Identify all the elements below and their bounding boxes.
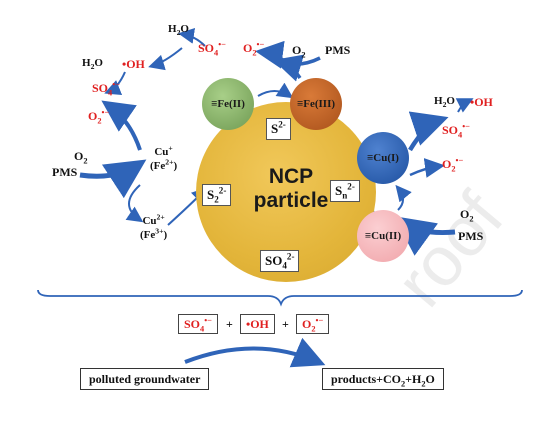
right-cu-to-o2r-arrow bbox=[409, 158, 445, 178]
left-hydroxyl-radical: •OH bbox=[122, 57, 145, 71]
fe-redox-arrow-top bbox=[257, 82, 294, 99]
left-oh-arrow bbox=[104, 71, 126, 95]
right-pms-to-cu-arrow bbox=[393, 216, 456, 256]
polysulfide-box: Sn2- bbox=[330, 180, 360, 202]
left-pms-label: PMS bbox=[52, 165, 78, 179]
left-h2o-label: H2O bbox=[82, 57, 103, 72]
right-h2o-label: H2O bbox=[434, 95, 455, 110]
top-superoxide-radical: O2•− bbox=[243, 40, 265, 58]
products-box: products+CO2+H2O bbox=[322, 368, 444, 390]
plus-sign-2: + bbox=[282, 317, 289, 331]
left-o2-label: O2 bbox=[74, 149, 88, 166]
top-h2o-to-oh-arrow bbox=[148, 47, 183, 71]
right-o2-label: O2 bbox=[460, 207, 474, 224]
sulfate-box: SO42- bbox=[260, 250, 300, 272]
summary-brace bbox=[37, 289, 523, 307]
left-cu-fe-oxidized: Cu2+ (Fe3+) bbox=[140, 212, 168, 242]
left-cu-fe-reduced: Cu+ (Fe2+) bbox=[150, 143, 178, 173]
polluted-groundwater-box: polluted groundwater bbox=[80, 368, 210, 390]
sulfide-box: S2- bbox=[266, 118, 291, 140]
right-superoxide-radical: O2•− bbox=[442, 156, 464, 174]
top-pms-label: PMS bbox=[325, 43, 351, 57]
disulfide-box: S22- bbox=[202, 184, 232, 206]
fe2-sphere: ≡Fe(II) bbox=[202, 78, 254, 130]
fe3-sphere: ≡Fe(III) bbox=[290, 78, 342, 130]
cu-redox-arrow-right bbox=[395, 184, 412, 211]
degradation-arrow bbox=[184, 337, 326, 368]
cu2-sphere: ≡Cu(II) bbox=[357, 210, 409, 262]
right-sulfate-radical: SO4•− bbox=[442, 122, 470, 140]
top-o2-label: O2 bbox=[292, 43, 306, 60]
left-cu-cycle-arrow bbox=[125, 184, 144, 223]
hydroxyl-radical-box: •OH bbox=[240, 314, 275, 335]
top-sulfate-radical: SO4•− bbox=[198, 40, 226, 58]
top-so4-to-h2o-arrow bbox=[178, 27, 206, 47]
plus-sign-1: + bbox=[226, 317, 233, 331]
top-h2o-label: H2O bbox=[168, 23, 189, 38]
left-cu-to-so4-arrow bbox=[101, 100, 142, 151]
cu1-sphere: ≡Cu(I) bbox=[357, 132, 409, 184]
right-h2o-arrow bbox=[455, 98, 474, 113]
superoxide-radical-box: O2•− bbox=[296, 314, 330, 335]
left-pms-to-cu-arrow bbox=[79, 159, 147, 199]
left-superoxide-radical: O2•− bbox=[88, 108, 110, 126]
right-cu-to-so4-arrow bbox=[408, 111, 449, 152]
right-hydroxyl-radical: •OH bbox=[470, 95, 493, 109]
top-fe-arrow bbox=[255, 40, 302, 79]
sulfate-radical-box: SO4•− bbox=[178, 314, 218, 335]
left-sulfate-radical: SO4•− bbox=[92, 80, 120, 98]
right-pms-label: PMS bbox=[458, 229, 484, 243]
